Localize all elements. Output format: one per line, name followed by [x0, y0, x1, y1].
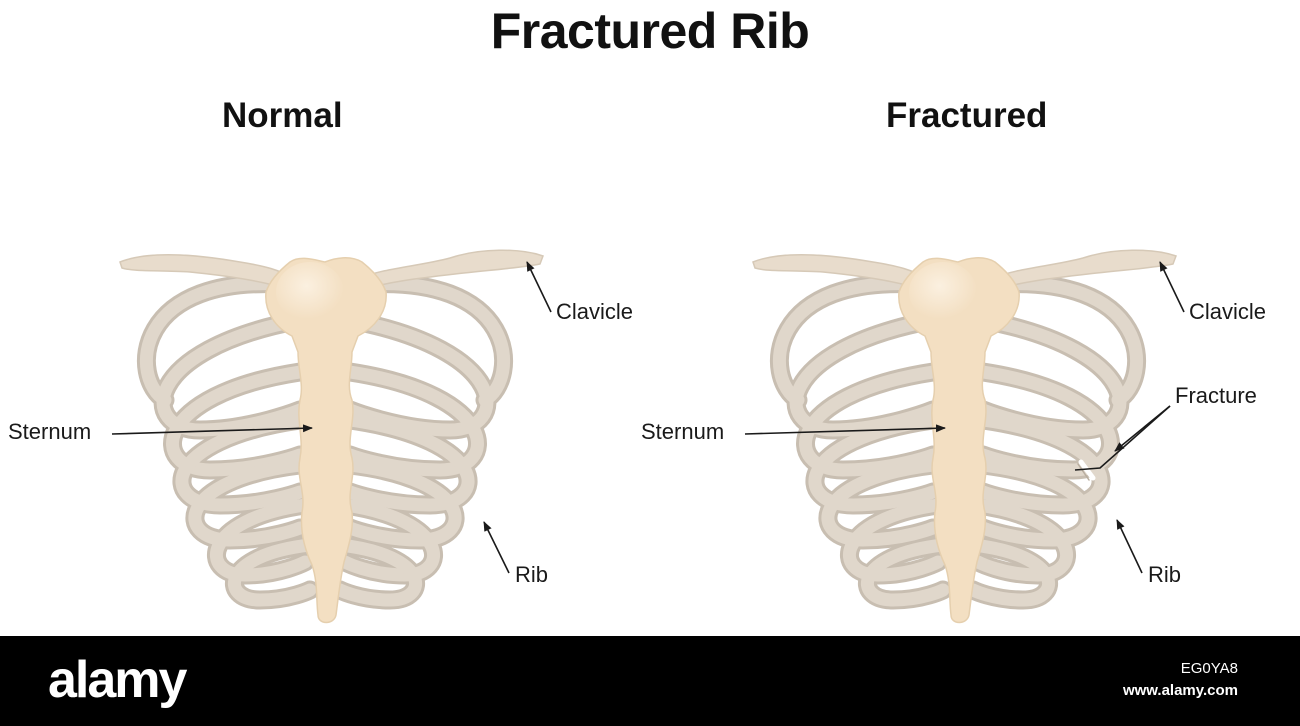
brand-logo: alamy	[48, 651, 187, 709]
normal-heading: Normal	[222, 96, 343, 135]
footer-bar: alamy EG0YA8 www.alamy.com	[0, 636, 1300, 726]
sternum-arrow	[111, 424, 313, 435]
rib-label: Rib	[515, 562, 549, 587]
sternum-arrow	[744, 424, 946, 435]
ribs	[136, 274, 514, 610]
fractured-heading: Fractured	[886, 96, 1048, 135]
rib-arrow	[1116, 519, 1143, 574]
sternum	[898, 257, 1020, 624]
fracture-arrow-secondary	[1074, 405, 1171, 471]
site-url: www.alamy.com	[1122, 682, 1238, 699]
leader-lines	[111, 261, 1185, 574]
rib-label: Rib	[1148, 562, 1182, 587]
image-id: EG0YA8	[1180, 660, 1238, 677]
ribs	[769, 274, 1147, 610]
fracture-break	[1077, 459, 1096, 481]
clavicle-label: Clavicle	[556, 299, 634, 324]
sternum-label: Sternum	[641, 419, 725, 444]
fracture-label: Fracture	[1175, 383, 1257, 408]
sternum-label: Sternum	[8, 419, 92, 444]
sternum	[265, 257, 387, 624]
clavicle-arrow	[526, 261, 552, 313]
clavicle-label: Clavicle	[1189, 299, 1267, 324]
rib-cage-diagram	[111, 249, 1185, 624]
normal-rib-cage	[119, 249, 544, 624]
rib-arrow	[483, 521, 510, 574]
fractured-rib-cage	[752, 249, 1177, 624]
page-title: Fractured Rib	[490, 3, 810, 59]
clavicle-arrow	[1159, 261, 1185, 313]
